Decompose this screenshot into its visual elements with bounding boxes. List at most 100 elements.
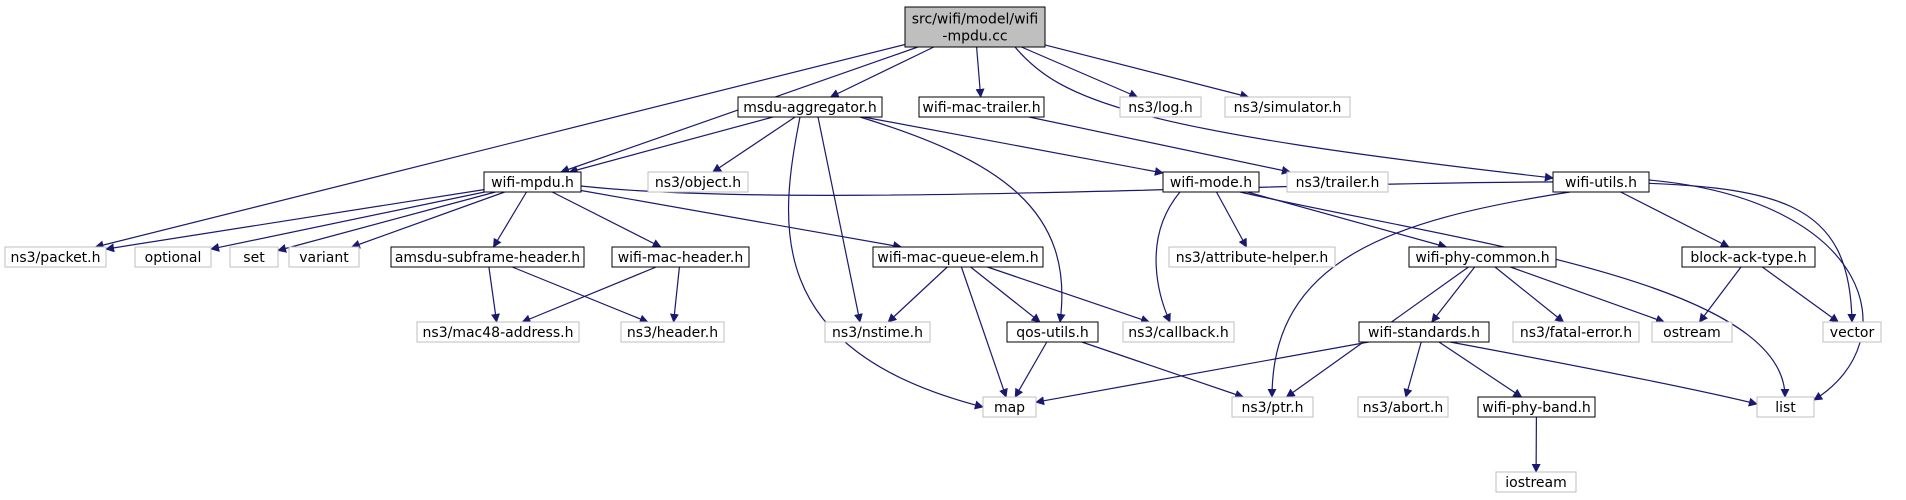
node-wifi-phy-common[interactable]: wifi-phy-common.h <box>1408 246 1557 268</box>
edge-wifi-standards-to-list <box>1449 341 1758 407</box>
node-wifi-mac-trailer[interactable]: wifi-mac-trailer.h <box>918 96 1045 118</box>
edge-wifi-mode-to-list <box>1239 191 1790 398</box>
node-label: ns3/attribute-helper.h <box>1176 250 1329 266</box>
edge-wifi-mpdu-to-wifi-mac-queue-elem <box>580 189 903 251</box>
node-msdu-aggregator[interactable]: msdu-aggregator.h <box>737 96 883 118</box>
node-label: src/wifi/model/wifi <box>912 12 1039 28</box>
edge-wifi-mpdu-to-vector <box>580 181 1857 323</box>
node-label: ns3/nstime.h <box>832 325 923 341</box>
node-abort: ns3/abort.h <box>1357 396 1449 418</box>
edge-amsdu-subframe-header-to-mac48-address <box>488 266 500 323</box>
node-ptr: ns3/ptr.h <box>1231 396 1314 418</box>
edge-root-to-simulator <box>1044 44 1250 100</box>
edge-msdu-aggregator-to-nstime <box>817 116 863 323</box>
node-label: ns3/header.h <box>627 325 718 341</box>
node-box <box>288 246 360 268</box>
node-box <box>982 396 1037 418</box>
node-object: ns3/object.h <box>647 171 749 193</box>
edge-block-ack-type-to-vector <box>1761 266 1839 323</box>
node-variant: variant <box>288 246 360 268</box>
node-box <box>1357 396 1449 418</box>
node-box <box>1006 321 1099 343</box>
node-wifi-mac-header[interactable]: wifi-mac-header.h <box>611 246 750 268</box>
node-label: map <box>994 400 1025 416</box>
node-box <box>4 246 107 268</box>
node-amsdu-subframe-header[interactable]: amsdu-subframe-header.h <box>390 246 585 268</box>
node-label: wifi-standards.h <box>1368 325 1480 341</box>
edge-msdu-aggregator-to-object <box>712 116 796 173</box>
node-label: wifi-mac-trailer.h <box>922 100 1040 116</box>
node-wifi-mac-queue-elem[interactable]: wifi-mac-queue-elem.h <box>872 246 1044 268</box>
node-box <box>1286 171 1389 193</box>
edge-qos-utils-to-map <box>1014 341 1048 398</box>
node-box <box>1651 321 1733 343</box>
edge-wifi-standards-to-map <box>1035 341 1369 406</box>
node-label: ns3/fatal-error.h <box>1520 325 1632 341</box>
edge-wifi-mac-queue-elem-to-callback <box>987 266 1150 324</box>
edge-wifi-phy-common-to-fatal-error <box>1494 266 1565 323</box>
node-label: -mpdu.cc <box>942 29 1007 45</box>
edge-wifi-mode-to-attribute-helper <box>1215 191 1248 248</box>
edge-wifi-mac-queue-elem-to-qos-utils <box>970 266 1041 323</box>
node-simulator: ns3/simulator.h <box>1224 96 1351 118</box>
node-mac48-address: ns3/mac48-address.h <box>416 321 580 343</box>
node-label: list <box>1775 400 1796 416</box>
node-label: wifi-mpdu.h <box>491 175 574 191</box>
edge-wifi-mac-header-to-mac48-address <box>521 266 657 324</box>
node-label: qos-utils.h <box>1016 325 1089 341</box>
node-block-ack-type[interactable]: block-ack-type.h <box>1681 246 1816 268</box>
node-label: ostream <box>1663 325 1721 341</box>
edge-wifi-mpdu-to-set <box>277 191 496 253</box>
node-box <box>1822 321 1882 343</box>
node-label: ns3/log.h <box>1128 100 1192 116</box>
node-box <box>1495 471 1577 493</box>
edge-wifi-mpdu-to-packet <box>105 189 485 253</box>
edge-qos-utils-to-ptr <box>1081 341 1245 399</box>
node-label: ns3/mac48-address.h <box>423 325 574 341</box>
node-label: wifi-mac-header.h <box>618 250 744 266</box>
node-label: ns3/ptr.h <box>1242 400 1304 416</box>
node-label: wifi-phy-band.h <box>1482 400 1591 416</box>
node-box <box>1552 171 1650 193</box>
node-map: map <box>982 396 1037 418</box>
node-root[interactable]: src/wifi/model/wifi-mpdu.cc <box>904 6 1046 48</box>
node-box <box>1756 396 1815 418</box>
node-box <box>390 246 585 268</box>
node-label: wifi-phy-common.h <box>1415 250 1549 266</box>
node-wifi-utils[interactable]: wifi-utils.h <box>1552 171 1650 193</box>
node-box <box>416 321 580 343</box>
node-label: optional <box>145 250 202 266</box>
node-label: amsdu-subframe-header.h <box>395 250 580 266</box>
edge-wifi-mac-trailer-to-trailer <box>1028 116 1291 175</box>
edge-wifi-standards-to-abort <box>1403 341 1422 398</box>
node-box <box>620 321 725 343</box>
node-label: block-ack-type.h <box>1690 250 1806 266</box>
node-box <box>1224 96 1351 118</box>
edge-wifi-utils-to-block-ack-type <box>1620 191 1730 248</box>
node-label: vector <box>1830 325 1875 341</box>
edge-msdu-aggregator-to-wifi-mpdu <box>568 116 774 175</box>
node-wifi-mode[interactable]: wifi-mode.h <box>1162 171 1260 193</box>
node-label: ns3/packet.h <box>11 250 101 266</box>
node-qos-utils[interactable]: qos-utils.h <box>1006 321 1099 343</box>
edge-msdu-aggregator-to-wifi-mode <box>863 116 1164 176</box>
node-wifi-mpdu[interactable]: wifi-mpdu.h <box>483 171 582 193</box>
edge-wifi-mpdu-to-wifi-mac-header <box>551 191 662 248</box>
node-box <box>918 96 1045 118</box>
node-wifi-standards[interactable]: wifi-standards.h <box>1358 321 1490 343</box>
node-label: set <box>243 250 265 266</box>
edges-layer <box>94 43 1864 473</box>
node-callback: ns3/callback.h <box>1122 321 1235 343</box>
node-wifi-phy-band[interactable]: wifi-phy-band.h <box>1477 396 1596 418</box>
edge-msdu-aggregator-to-qos-utils <box>859 116 1066 323</box>
node-vector: vector <box>1822 321 1882 343</box>
node-list: list <box>1756 396 1815 418</box>
edge-root-to-log <box>1021 46 1139 98</box>
node-nstime: ns3/nstime.h <box>824 321 931 343</box>
node-optional: optional <box>134 246 212 268</box>
edge-wifi-utils-to-list <box>1648 179 1864 401</box>
node-set: set <box>229 246 279 268</box>
edge-block-ack-type-to-ostream <box>1698 266 1742 323</box>
node-box <box>134 246 212 268</box>
